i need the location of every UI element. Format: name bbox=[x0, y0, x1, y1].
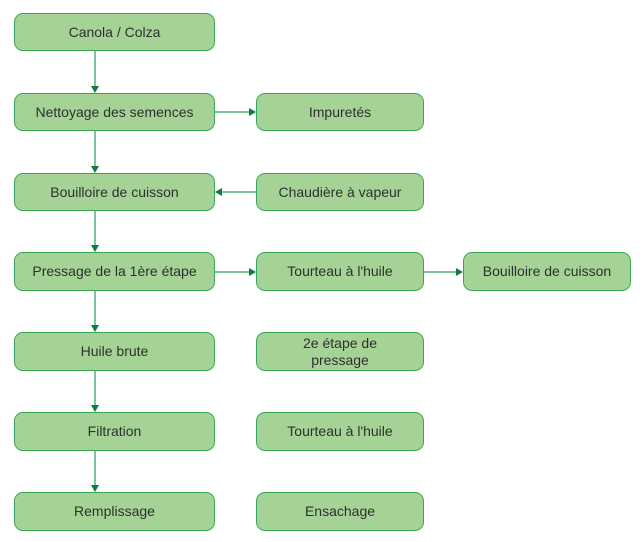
node-bouilloire-cuisson-1: Bouilloire de cuisson bbox=[14, 173, 215, 211]
node-tourteau-huile-2: Tourteau à l'huile bbox=[256, 412, 424, 451]
node-bouilloire-cuisson-2: Bouilloire de cuisson bbox=[463, 252, 631, 291]
node-2e-etape-pressage: 2e étape de pressage bbox=[256, 332, 424, 371]
node-canola-colza: Canola / Colza bbox=[14, 13, 215, 51]
node-pressage-1ere-etape: Pressage de la 1ère étape bbox=[14, 252, 215, 291]
node-filtration: Filtration bbox=[14, 412, 215, 451]
node-impuretes: Impuretés bbox=[256, 93, 424, 131]
node-remplissage: Remplissage bbox=[14, 492, 215, 531]
node-huile-brute: Huile brute bbox=[14, 332, 215, 371]
node-chaudiere-vapeur: Chaudière à vapeur bbox=[256, 173, 424, 211]
node-nettoyage-semences: Nettoyage des semences bbox=[14, 93, 215, 131]
node-tourteau-huile-1: Tourteau à l'huile bbox=[256, 252, 424, 291]
node-ensachage: Ensachage bbox=[256, 492, 424, 531]
